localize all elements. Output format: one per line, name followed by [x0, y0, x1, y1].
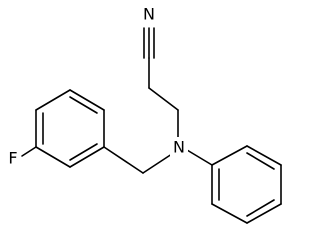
bond-phenyl-4	[246, 203, 282, 224]
bond-fluorophenyl-3	[35, 89, 71, 111]
bond-ring-fluorine	[21, 146, 37, 157]
bond-fluorophenyl-double-3	[69, 143, 98, 161]
bond-amine-phenyl	[186, 149, 213, 166]
amine-nitrogen-label: N	[173, 138, 185, 157]
bond-phenyl-double-2	[246, 199, 275, 217]
chemical-structure: N N F	[5, 4, 282, 224]
nitrile-nitrogen-label-background	[140, 4, 158, 24]
bond-phenyl-1	[211, 145, 248, 166]
bond-fluorophenyl-double-1	[69, 96, 98, 114]
fluorine-label: F	[8, 149, 17, 168]
amine-nitrogen-label-background	[170, 137, 188, 157]
bond-fluorophenyl-2	[69, 89, 105, 111]
bond-fluorophenyl-5	[35, 146, 71, 168]
bond-phenyl-2	[246, 145, 282, 166]
fluorine-label-background	[5, 148, 21, 168]
bond-phenyl-5	[211, 203, 248, 224]
bond-fluorophenyl-6	[69, 146, 105, 168]
bond-ch2-ch2	[148, 87, 179, 111]
bond-phenyl-double-1	[246, 152, 275, 170]
bond-benzyl-ring	[103, 146, 144, 174]
nitrile-nitrogen-label: N	[143, 5, 155, 24]
